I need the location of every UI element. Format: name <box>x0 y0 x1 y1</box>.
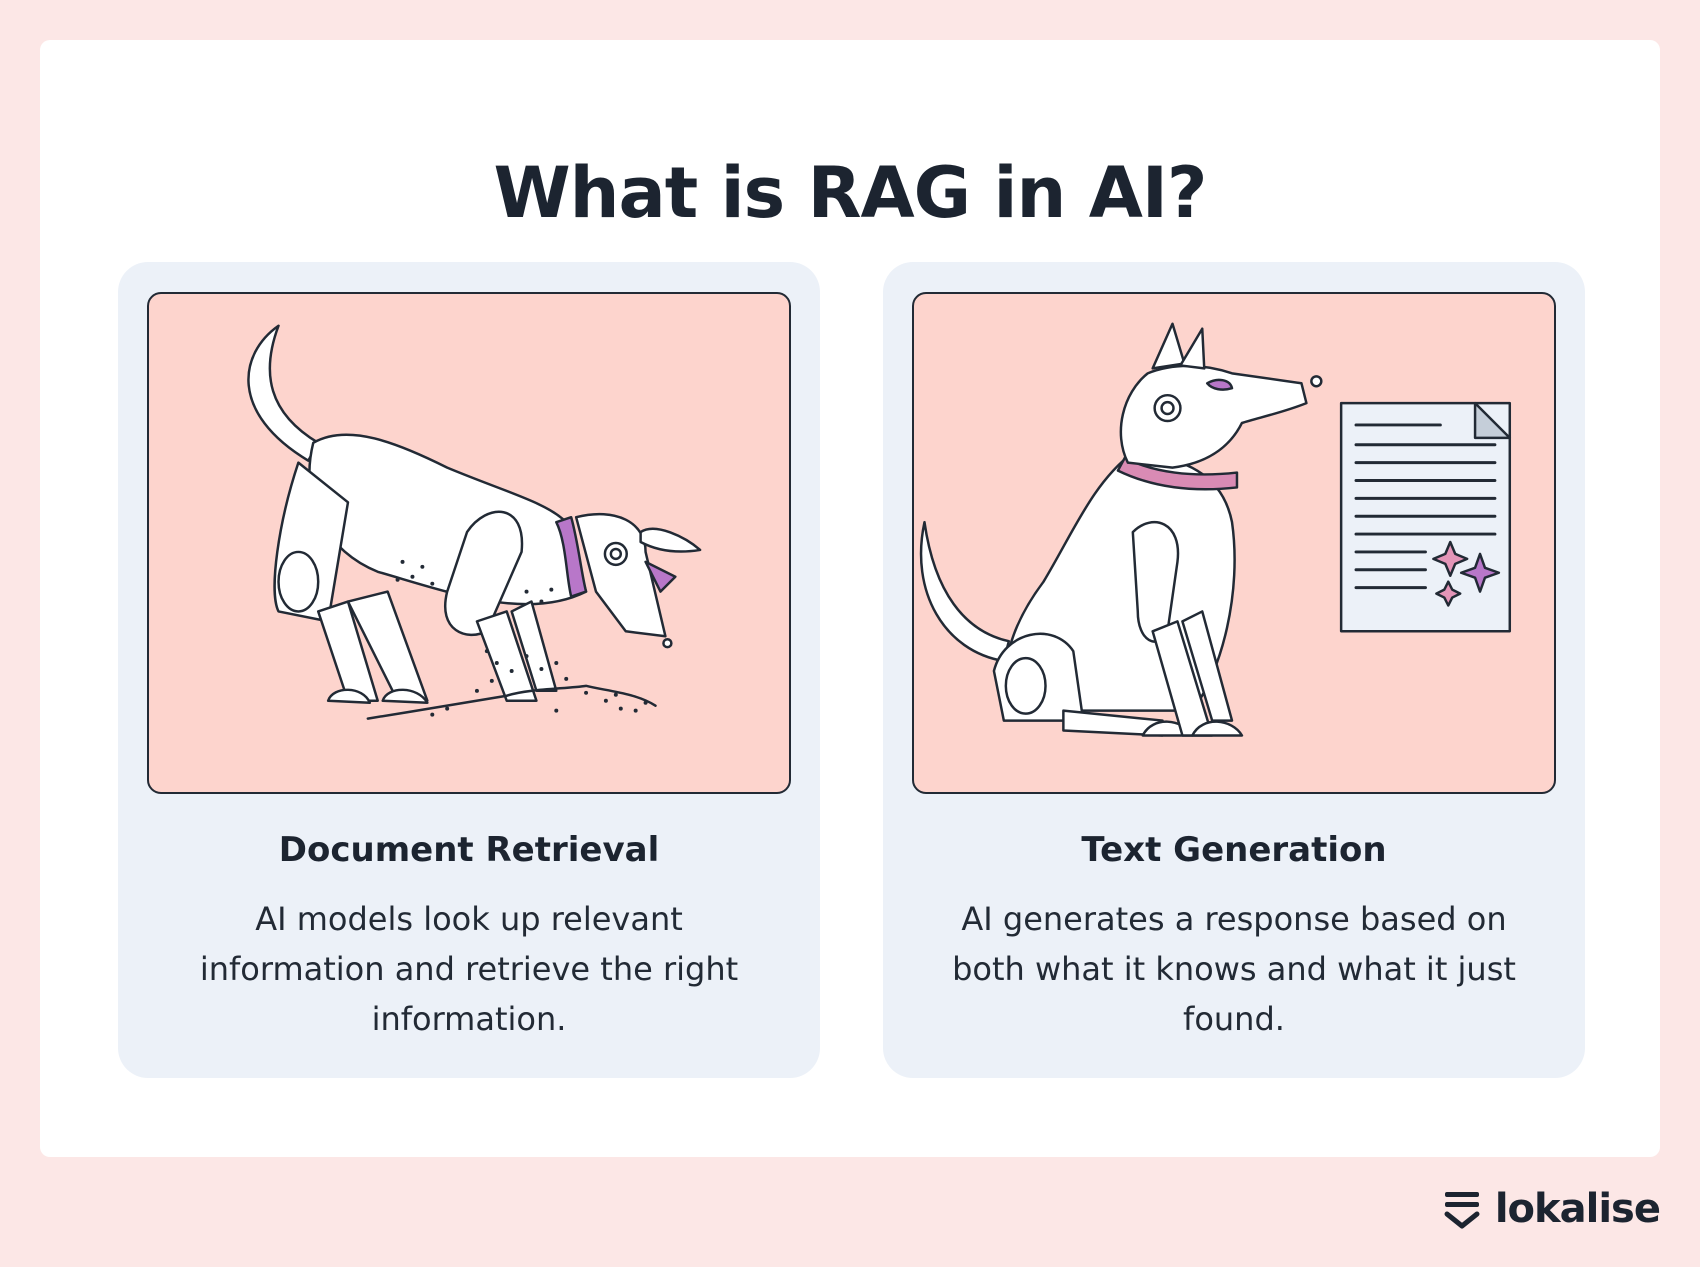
card-text-generation: Text Generation AI generates a response … <box>883 262 1585 1078</box>
content-panel: What is RAG in AI? <box>40 40 1660 1157</box>
card-title: Document Retrieval <box>278 830 660 870</box>
card-document-retrieval: Document Retrieval AI models look up rel… <box>118 262 820 1078</box>
robot-dog-sitting-with-document-icon <box>919 322 1512 737</box>
page-title: What is RAG in AI? <box>493 152 1207 234</box>
brand-logo: lokalise <box>1443 1186 1661 1232</box>
brand-name: lokalise <box>1494 1186 1661 1232</box>
card-description: AI models look up relevant information a… <box>199 900 739 1038</box>
card-description: AI generates a response based on both wh… <box>952 900 1516 1038</box>
card-illustration <box>147 292 791 794</box>
robot-dog-digging-icon <box>247 324 702 720</box>
card-illustration <box>912 292 1556 794</box>
lokalise-logo-icon <box>1444 1192 1480 1229</box>
card-title: Text Generation <box>1081 830 1387 870</box>
